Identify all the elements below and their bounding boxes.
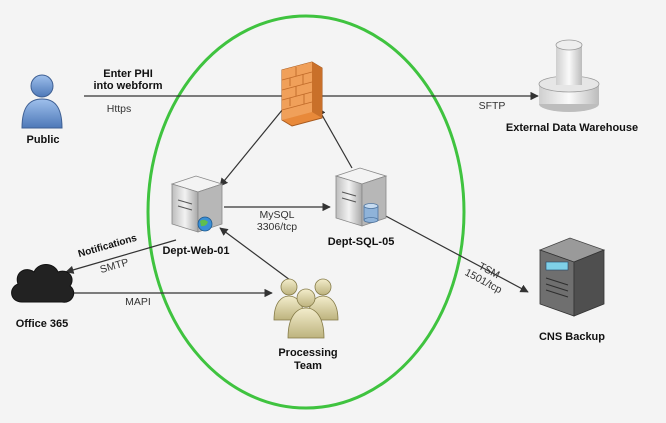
firewall-icon[interactable] — [281, 61, 323, 127]
group-icon[interactable] — [273, 278, 339, 339]
edge-label-mapi: MAPI — [125, 296, 151, 308]
node-label-processing-team: Processing Team — [278, 347, 338, 372]
node-label-dept-web-01: Dept-Web-01 — [162, 245, 230, 257]
node-label-dept-sql-05: Dept-SQL-05 — [327, 236, 395, 248]
database-icon — [363, 203, 379, 223]
server-icon[interactable] — [170, 175, 224, 233]
edge-label-sftp: SFTP — [478, 100, 506, 112]
edge-label-https: Https — [106, 103, 132, 115]
storage-tank-icon[interactable] — [538, 39, 600, 112]
network-boundary — [146, 14, 466, 410]
edge-label-mysql: MySQL 3306/tcp — [256, 209, 298, 233]
node-label-office-365: Office 365 — [15, 318, 69, 330]
edge-firewall-web — [219, 97, 293, 187]
node-label-cns-backup: CNS Backup — [538, 331, 606, 343]
globe-icon — [197, 216, 213, 232]
edge-sql-backup — [381, 213, 529, 293]
edge-label-enter-phi: Enter PHI into webform — [93, 68, 163, 92]
cloud-icon[interactable] — [11, 264, 75, 303]
node-label-public: Public — [26, 134, 60, 146]
backup-server-icon[interactable] — [538, 237, 606, 317]
node-label-external-data-warehouse: External Data Warehouse — [505, 122, 639, 134]
server-icon[interactable] — [334, 167, 388, 227]
edge-sql-firewall — [317, 107, 353, 169]
edge-team-web — [219, 227, 291, 281]
person-icon[interactable] — [21, 74, 63, 129]
edge-web-office — [65, 239, 177, 274]
